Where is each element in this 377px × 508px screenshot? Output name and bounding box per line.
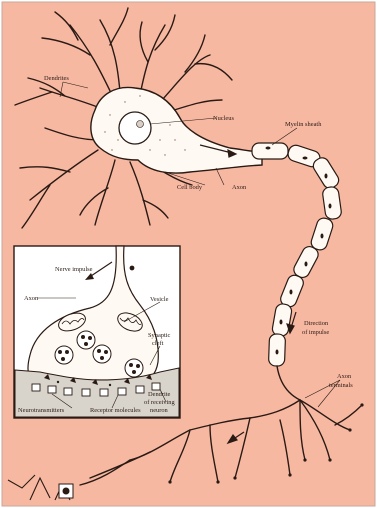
label-nerve-impulse: Nerve impulse [55,266,93,273]
label-inset-axon: Axon [24,295,39,302]
label-dendrite-receiving-2: of receiving [144,399,176,406]
nucleus [119,112,151,144]
label-nucleus: Nucleus [213,115,234,122]
label-dendrites: Dendrites [44,75,69,82]
label-axon-terminals-2: terminals [329,382,353,389]
label-myelin-sheath: Myelin sheath [285,121,322,128]
label-dendrite-receiving-1: Dendrite [148,391,171,398]
label-direction-1: Direction [304,320,329,327]
label-vesicle: Vesicle [150,296,169,303]
nucleolus [137,121,144,128]
label-dendrite-receiving-3: neuron [150,407,169,414]
label-synaptic-cleft-1: Synaptic [148,332,171,339]
label-receptor-molecules: Receptor molecules [90,407,141,414]
label-axon-terminals-1: Axon [337,373,352,380]
label-direction-2: of impulse [302,329,329,336]
label-synaptic-cleft-2: cleft [152,340,164,347]
label-cell-body: Cell body [177,184,203,191]
label-neurotransmitters: Neurotransmitters [18,407,65,414]
label-axon: Axon [232,184,247,191]
